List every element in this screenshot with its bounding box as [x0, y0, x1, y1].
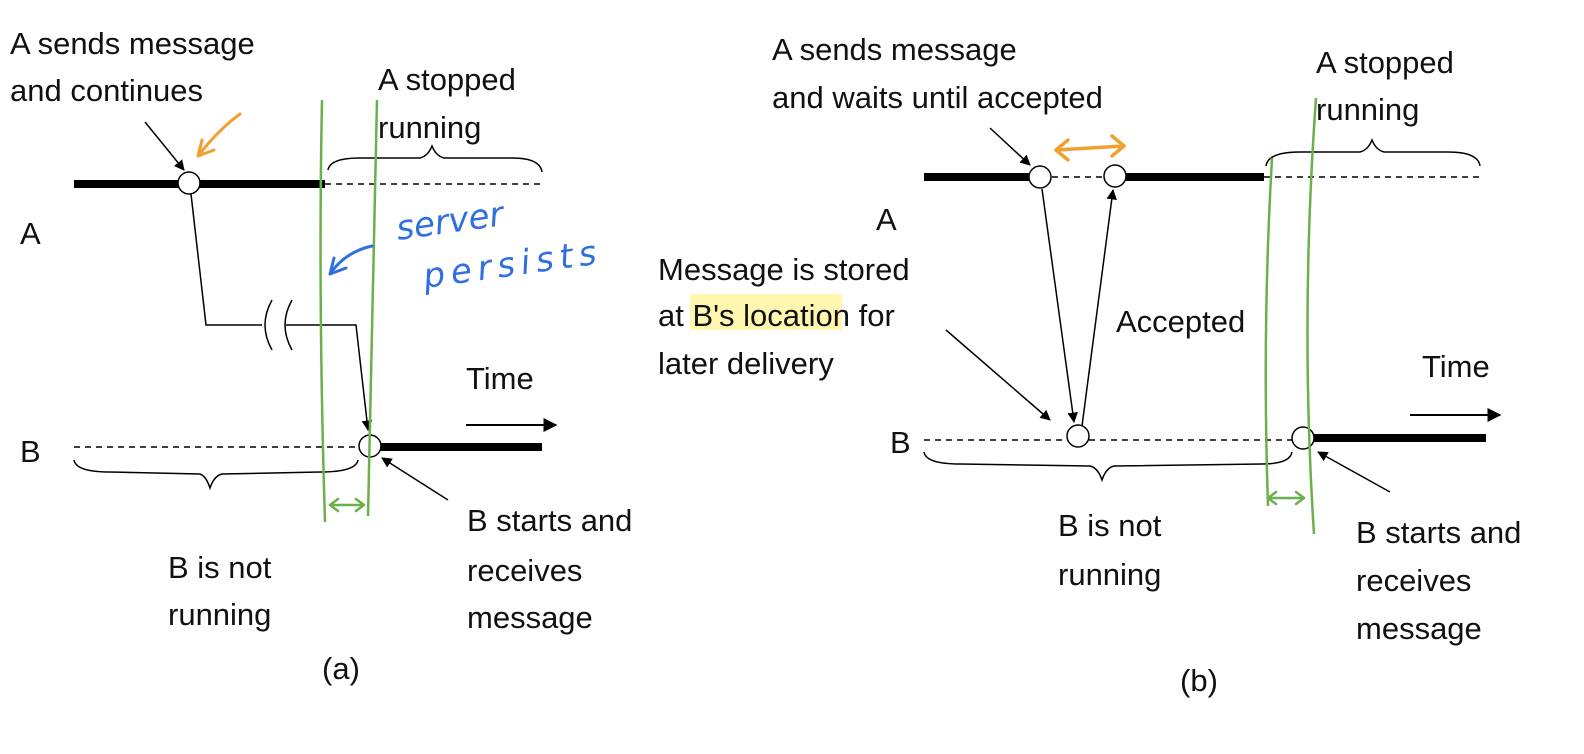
b-panel-caption: (b)	[1180, 663, 1218, 698]
b-panel-sends-line-1: A sends message	[772, 32, 1017, 67]
b-panel-stored-line-1: Message is stored	[658, 252, 910, 287]
b-panel-green-line-1	[1264, 157, 1274, 507]
b-panel-message-down	[1041, 188, 1078, 424]
b-start-pointer	[381, 457, 449, 501]
b-panel-stored-point	[1066, 424, 1090, 448]
b-panel-a-process-label: A	[876, 202, 897, 237]
b-panel-accept-point	[1103, 164, 1127, 188]
a-sends-line-2: and continues	[10, 73, 203, 108]
b-panel-starts-line-2: receives	[1356, 563, 1471, 598]
b-panel-b-process-label: B	[890, 425, 911, 460]
a-message-path	[190, 193, 262, 326]
b-not-running-brace	[73, 459, 359, 491]
b-panel-stopped-line-2: running	[1316, 92, 1419, 127]
a-process-label: A	[20, 216, 41, 251]
panel-a: A sends message and continues A stopped …	[10, 26, 632, 686]
b-starts-line-2: receives	[467, 553, 582, 588]
b-not-running-line-2: running	[168, 597, 271, 632]
b-location-highlight	[690, 294, 842, 330]
b-panel-stored-line-3: later delivery	[658, 346, 834, 381]
b-panel-not-running-brace	[923, 451, 1293, 483]
a-orange-arrow	[196, 112, 242, 158]
b-panel-stored-pointer	[945, 329, 1051, 421]
a-green-line-1	[319, 99, 327, 523]
a-time-label: Time	[466, 361, 534, 396]
a-sends-line-1: A sends message	[10, 26, 255, 61]
b-panel-send-pointer	[989, 127, 1031, 166]
b-panel-green-span	[1266, 490, 1306, 506]
server-persists-line-1: server	[394, 194, 508, 249]
a-message-path-2	[286, 324, 373, 432]
b-panel-starts-line-1: B starts and	[1356, 515, 1521, 550]
a-stopped-brace	[327, 143, 543, 173]
b-panel-orange-span	[1054, 134, 1126, 162]
a-break-mark-2	[284, 299, 293, 351]
b-panel-accepted-label: Accepted	[1116, 304, 1245, 339]
b-starts-line-3: message	[467, 600, 593, 635]
a-caption: (a)	[322, 651, 360, 686]
panel-b: A sends message and waits until accepted…	[658, 32, 1521, 698]
b-panel-stopped-brace	[1265, 137, 1481, 167]
a-stopped-line-2: running	[378, 110, 481, 145]
b-panel-sends-line-2: and waits until accepted	[772, 80, 1103, 115]
b-panel-start-pointer	[1317, 451, 1391, 493]
b-panel-accepted-up	[1081, 188, 1117, 427]
b-panel-not-running-line-2: running	[1058, 557, 1161, 592]
b-panel-time-label: Time	[1422, 349, 1490, 384]
a-blue-arrow	[328, 244, 374, 276]
b-panel-send-point	[1028, 165, 1052, 189]
a-send-point	[177, 171, 201, 195]
a-stopped-line-1: A stopped	[378, 62, 516, 97]
b-starts-line-1: B starts and	[467, 503, 632, 538]
b-panel-stored-line-2: at B's location for	[658, 298, 895, 333]
b-panel-not-running-line-1: B is not	[1058, 508, 1162, 543]
b-process-label: B	[20, 434, 41, 469]
a-green-line-2	[366, 99, 379, 517]
a-green-span	[328, 497, 366, 513]
b-panel-green-line-2	[1306, 97, 1318, 535]
a-send-pointer	[144, 121, 185, 171]
b-panel-stopped-line-1: A stopped	[1316, 45, 1454, 80]
a-break-mark-1	[264, 299, 273, 351]
b-not-running-line-1: B is not	[168, 550, 272, 585]
b-panel-starts-line-3: message	[1356, 611, 1482, 646]
